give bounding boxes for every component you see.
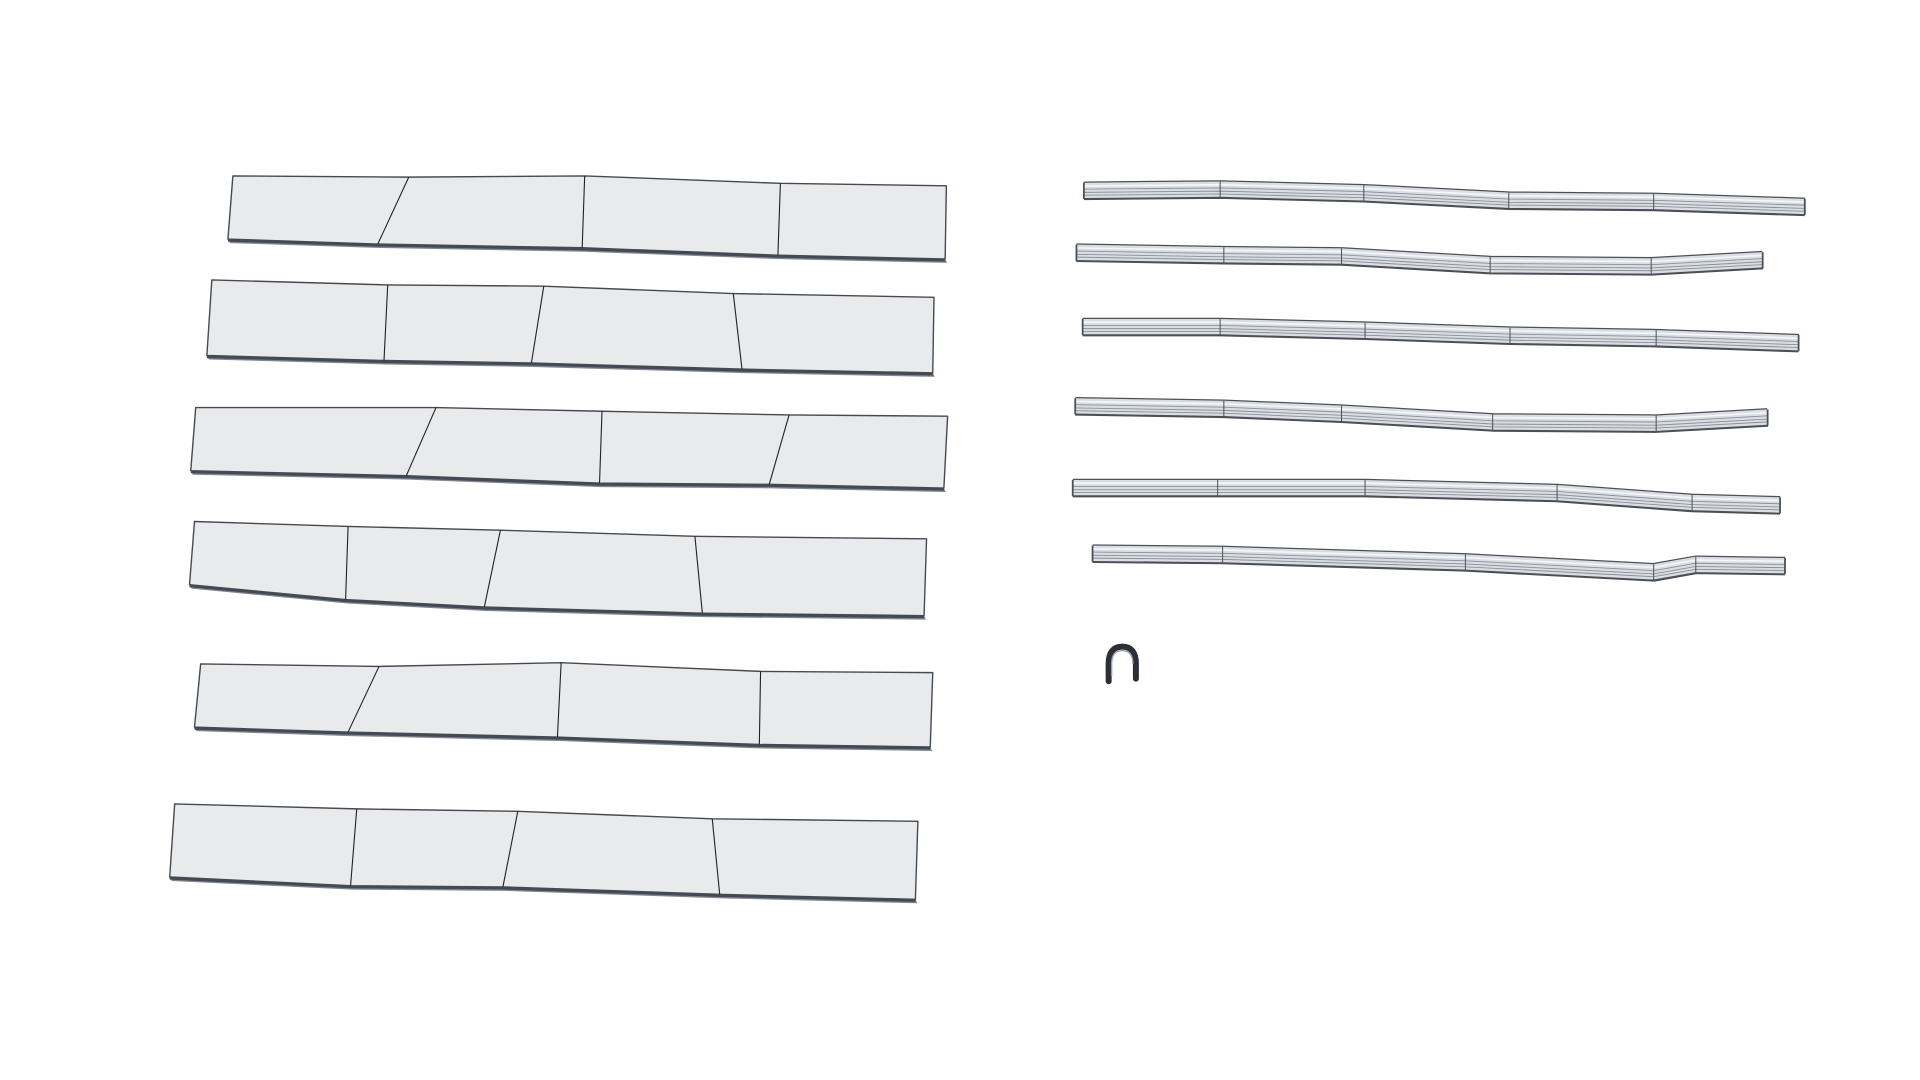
rail-body — [1083, 181, 1806, 215]
rail-groove — [1082, 328, 1799, 346]
rail — [1071, 478, 1781, 515]
rail — [1074, 396, 1769, 433]
panel-bottom-edge — [189, 585, 925, 619]
panel-seam — [732, 293, 743, 370]
rail-body — [1072, 480, 1781, 514]
rail-groove — [1072, 489, 1781, 508]
rail-groove — [1076, 250, 1763, 266]
rail-groove — [1082, 330, 1799, 349]
rail-groove — [1082, 321, 1799, 340]
clip-highlight — [1110, 649, 1134, 677]
panel-bottom-edge — [190, 471, 944, 491]
panel-seam — [694, 536, 703, 614]
rail-body — [1082, 318, 1799, 352]
panel-face — [190, 406, 949, 489]
rail-body — [1075, 398, 1769, 432]
panel-seam — [556, 662, 562, 738]
rail — [1081, 317, 1800, 353]
panel-seam — [768, 414, 790, 485]
rail-groove — [1083, 193, 1805, 212]
clip-bracket-icon — [1105, 643, 1139, 685]
flat-panel — [190, 406, 949, 493]
flat-panel — [206, 279, 935, 377]
panel-seam — [405, 407, 437, 476]
flat-panel — [169, 803, 919, 904]
flat-panel — [188, 520, 928, 620]
rail — [1075, 243, 1764, 276]
rail-groove — [1075, 404, 1768, 423]
rail-groove — [1075, 410, 1768, 429]
rail-groove — [1076, 247, 1763, 263]
rail-group — [1071, 180, 1806, 582]
panel-seam — [502, 811, 519, 888]
rail-shadow — [1092, 560, 1785, 582]
rail-groove — [1083, 183, 1805, 203]
panel-face — [169, 803, 919, 901]
rail-shadow — [1082, 334, 1799, 352]
rail-shadow — [1075, 413, 1768, 433]
rail-shadow — [1072, 495, 1781, 515]
panel-bottom-edge — [169, 877, 916, 902]
panel-seam — [483, 530, 501, 608]
rail-body — [1092, 545, 1786, 581]
panel-face — [188, 520, 928, 617]
rail-groove — [1083, 187, 1805, 206]
rail — [1091, 544, 1786, 582]
flat-panel — [193, 662, 934, 751]
panel-seam — [350, 808, 358, 886]
rail-shadow — [1076, 259, 1763, 276]
rail-groove — [1092, 551, 1785, 572]
flat-panel — [227, 175, 948, 263]
rail-groove — [1092, 557, 1785, 578]
panel-seam — [758, 671, 762, 745]
panel-face — [227, 175, 948, 260]
panel-face — [193, 662, 934, 748]
panel-seam — [347, 666, 380, 733]
rail-groove — [1092, 554, 1785, 575]
rail-groove — [1072, 485, 1781, 505]
rail-groove — [1075, 400, 1768, 420]
panel-seam — [581, 175, 586, 248]
rail-groove — [1076, 253, 1763, 269]
rail-groove — [1076, 256, 1763, 272]
panel-seam — [711, 818, 721, 895]
rail-shadow — [1083, 196, 1805, 216]
panel-bottom-edge — [227, 239, 946, 262]
rail-groove — [1072, 482, 1781, 502]
rail-body — [1076, 244, 1764, 275]
clip-body — [1105, 643, 1139, 685]
panel-seam — [777, 183, 781, 256]
rail-groove — [1075, 407, 1768, 426]
panel-seam — [345, 526, 349, 600]
panel-seam — [383, 284, 389, 361]
rail-groove — [1082, 324, 1799, 342]
panel-bottom-edge — [194, 727, 931, 750]
panel-seam — [598, 411, 603, 484]
panel-seam — [530, 286, 545, 364]
panel-face — [206, 279, 935, 374]
rail — [1082, 180, 1806, 217]
rail-groove — [1092, 548, 1785, 569]
panel-seam — [377, 176, 410, 245]
rail-groove — [1083, 190, 1805, 209]
flat-panel-group — [169, 175, 949, 904]
rail-groove — [1072, 492, 1781, 511]
panel-bottom-edge — [206, 355, 933, 376]
